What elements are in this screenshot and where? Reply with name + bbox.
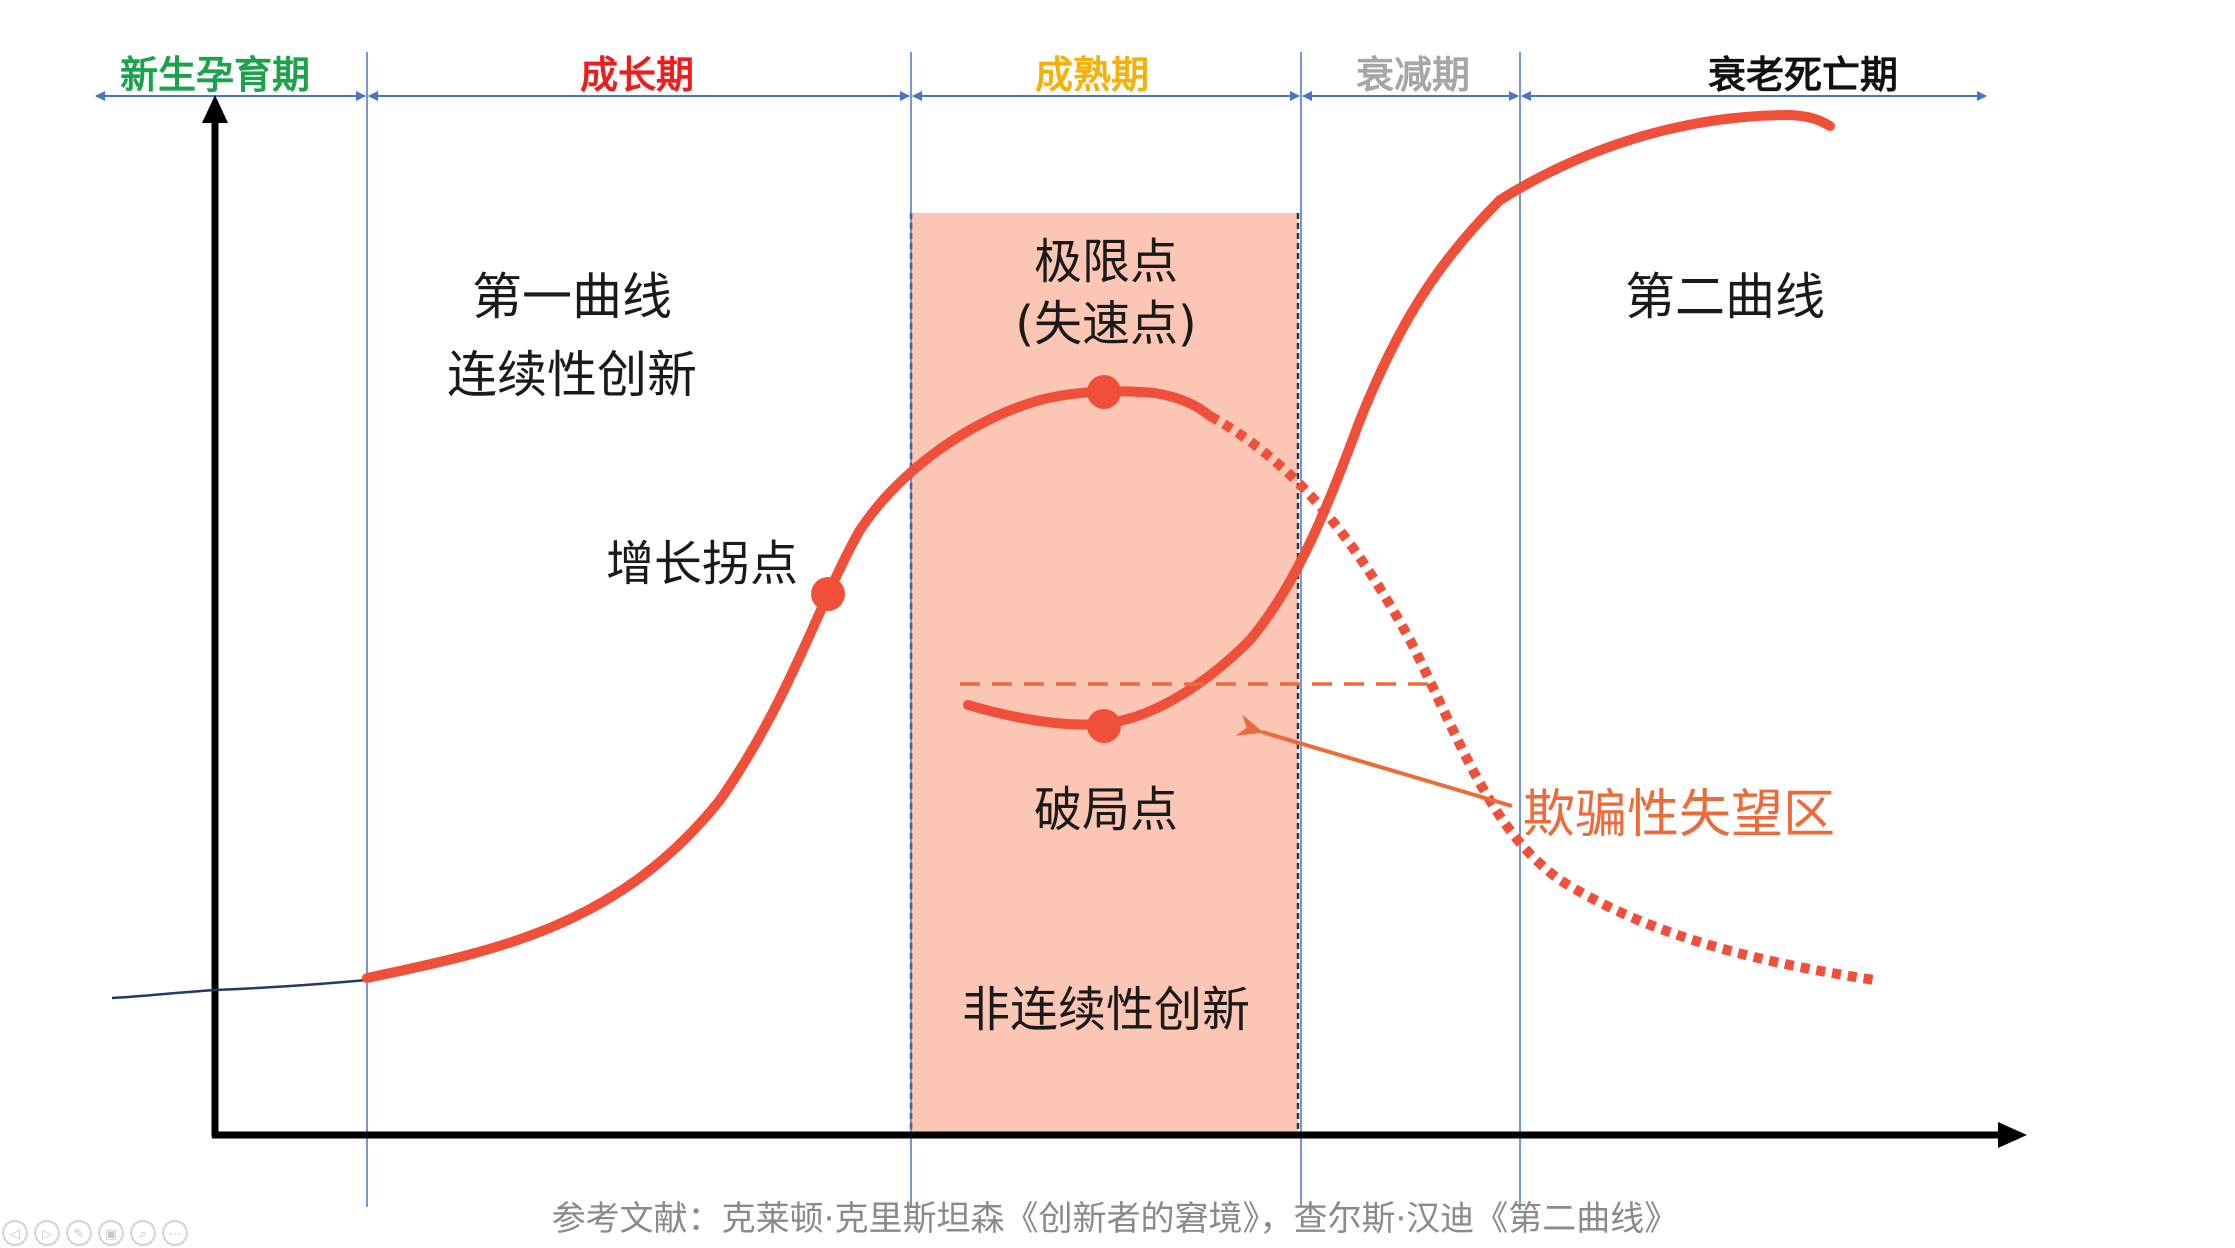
next-icon[interactable]: ▷ bbox=[34, 1220, 60, 1246]
phase-label-maturity: 成熟期 bbox=[1035, 53, 1149, 97]
first-curve bbox=[362, 386, 1215, 983]
limit-point bbox=[1087, 375, 1121, 409]
phase-label-decline: 衰减期 bbox=[1356, 53, 1470, 97]
slides-icon[interactable]: ▣ bbox=[98, 1220, 124, 1246]
growth-inflection-label: 增长拐点 bbox=[606, 536, 798, 592]
disappointment-arrow bbox=[1235, 714, 1513, 808]
first-curve-subtitle: 连续性创新 bbox=[447, 346, 697, 404]
breakthrough-point bbox=[1087, 709, 1121, 743]
reference-note: 参考文献：克莱顿·克里斯坦森《创新者的窘境》，查尔斯·汉迪《第二曲线》 bbox=[552, 1199, 1679, 1239]
first-curve-title: 第一曲线 bbox=[472, 268, 672, 326]
more-icon[interactable]: ⋯ bbox=[162, 1220, 188, 1246]
phase-label-death: 衰老死亡期 bbox=[1708, 53, 1898, 97]
discontinuous-zone bbox=[911, 213, 1298, 1133]
y-axis-arrowhead bbox=[202, 95, 228, 123]
x-axis-arrowhead bbox=[1998, 1122, 2027, 1148]
discontinuous-innovation-label: 非连续性创新 bbox=[962, 982, 1250, 1038]
disappointment-zone-label: 欺骗性失望区 bbox=[1523, 785, 1835, 845]
phase-label-incubation: 新生孕育期 bbox=[120, 53, 310, 97]
prev-icon[interactable]: ◁ bbox=[2, 1220, 28, 1246]
growth-inflection-point bbox=[811, 577, 845, 611]
pen-icon[interactable]: ✎ bbox=[66, 1220, 92, 1246]
phase-label-growth: 成长期 bbox=[580, 53, 694, 97]
limit-point-sublabel: (失速点) bbox=[1015, 296, 1196, 352]
slide-controls: ◁ ▷ ✎ ▣ ⌕ ⋯ bbox=[2, 1220, 188, 1246]
baseline-line bbox=[111, 978, 368, 1000]
limit-point-label: 极限点 bbox=[1034, 234, 1178, 290]
zoom-icon[interactable]: ⌕ bbox=[130, 1220, 156, 1246]
breakthrough-point-label: 破局点 bbox=[1034, 782, 1178, 838]
first-curve-decline bbox=[1207, 411, 1876, 985]
second-curve-title: 第二曲线 bbox=[1625, 268, 1825, 326]
